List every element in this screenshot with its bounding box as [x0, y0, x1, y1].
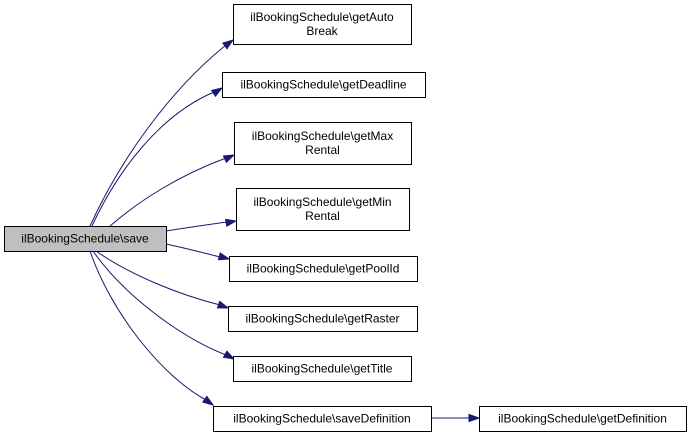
edge-line	[92, 250, 227, 356]
node-label-line: ilBookingSchedule\getDefinition	[498, 412, 667, 426]
node-box[interactable]	[228, 306, 418, 332]
edge-saveDefinition-to-getDefinition	[431, 413, 481, 423]
node-label-line: Rental	[305, 143, 340, 157]
node-saveDefinition[interactable]: ilBookingSchedule\saveDefinition	[213, 406, 432, 432]
arrowhead	[217, 252, 231, 261]
node-label-line: Break	[306, 24, 338, 38]
node-box[interactable]	[233, 356, 412, 382]
node-box[interactable]	[222, 72, 426, 98]
edge-save-to-getDeadline	[91, 87, 224, 227]
node-getDefinition[interactable]: ilBookingSchedule\getDefinition	[479, 406, 687, 432]
node-box[interactable]	[4, 226, 167, 252]
arrowhead	[224, 218, 238, 228]
edge-save-to-getAutoBreak	[89, 39, 235, 227]
node-label-line: ilBookingSchedule\getMin	[253, 195, 391, 209]
node-label-line: ilBookingSchedule\getRaster	[245, 312, 399, 326]
node-label-line: Rental	[305, 209, 340, 223]
node-box[interactable]	[213, 406, 432, 432]
node-getTitle[interactable]: ilBookingSchedule\getTitle	[233, 356, 412, 382]
edge-line	[89, 250, 207, 401]
arrowhead	[222, 39, 235, 50]
arrowhead	[201, 395, 215, 406]
arrowhead	[468, 413, 481, 423]
node-label-line: ilBookingSchedule\getPoolId	[247, 262, 400, 276]
edge-save-to-getPoolId	[165, 243, 231, 261]
node-getPoolId[interactable]: ilBookingSchedule\getPoolId	[229, 256, 418, 282]
node-label-line: ilBookingSchedule\getMax	[252, 129, 393, 143]
node-getRaster[interactable]: ilBookingSchedule\getRaster	[228, 306, 418, 332]
nodes-layer: ilBookingSchedule\save ilBookingSchedule\…	[4, 4, 687, 432]
node-box[interactable]	[233, 4, 412, 45]
edge-line	[89, 44, 227, 227]
edge-line	[95, 250, 221, 306]
node-label-line: ilBookingSchedule\save	[21, 232, 149, 246]
node-label-line: ilBookingSchedule\getDeadline	[240, 78, 406, 92]
node-box[interactable]	[229, 256, 418, 282]
edge-save-to-getRaster	[95, 250, 230, 309]
edges-layer	[89, 39, 481, 423]
node-getDeadline[interactable]: ilBookingSchedule\getDeadline	[222, 72, 426, 98]
arrowhead	[222, 350, 236, 360]
edge-line	[109, 157, 227, 227]
node-box[interactable]	[479, 406, 687, 432]
node-save[interactable]: ilBookingSchedule\save	[4, 226, 167, 252]
node-label-line: ilBookingSchedule\getAuto	[250, 10, 394, 24]
node-box[interactable]	[234, 122, 412, 165]
node-box[interactable]	[236, 188, 410, 231]
edge-save-to-getTitle	[92, 250, 236, 360]
edge-save-to-saveDefinition	[89, 250, 215, 406]
edge-save-to-getMaxRental	[109, 154, 236, 227]
edge-line	[165, 221, 228, 232]
arrowhead	[216, 300, 230, 309]
node-label-line: ilBookingSchedule\getTitle	[252, 362, 393, 376]
edge-line	[165, 243, 221, 258]
node-label-line: ilBookingSchedule\saveDefinition	[233, 412, 410, 426]
edge-line	[91, 91, 215, 227]
edge-save-to-getMinRental	[165, 218, 238, 232]
arrowhead	[222, 154, 236, 164]
arrowhead	[210, 87, 224, 98]
